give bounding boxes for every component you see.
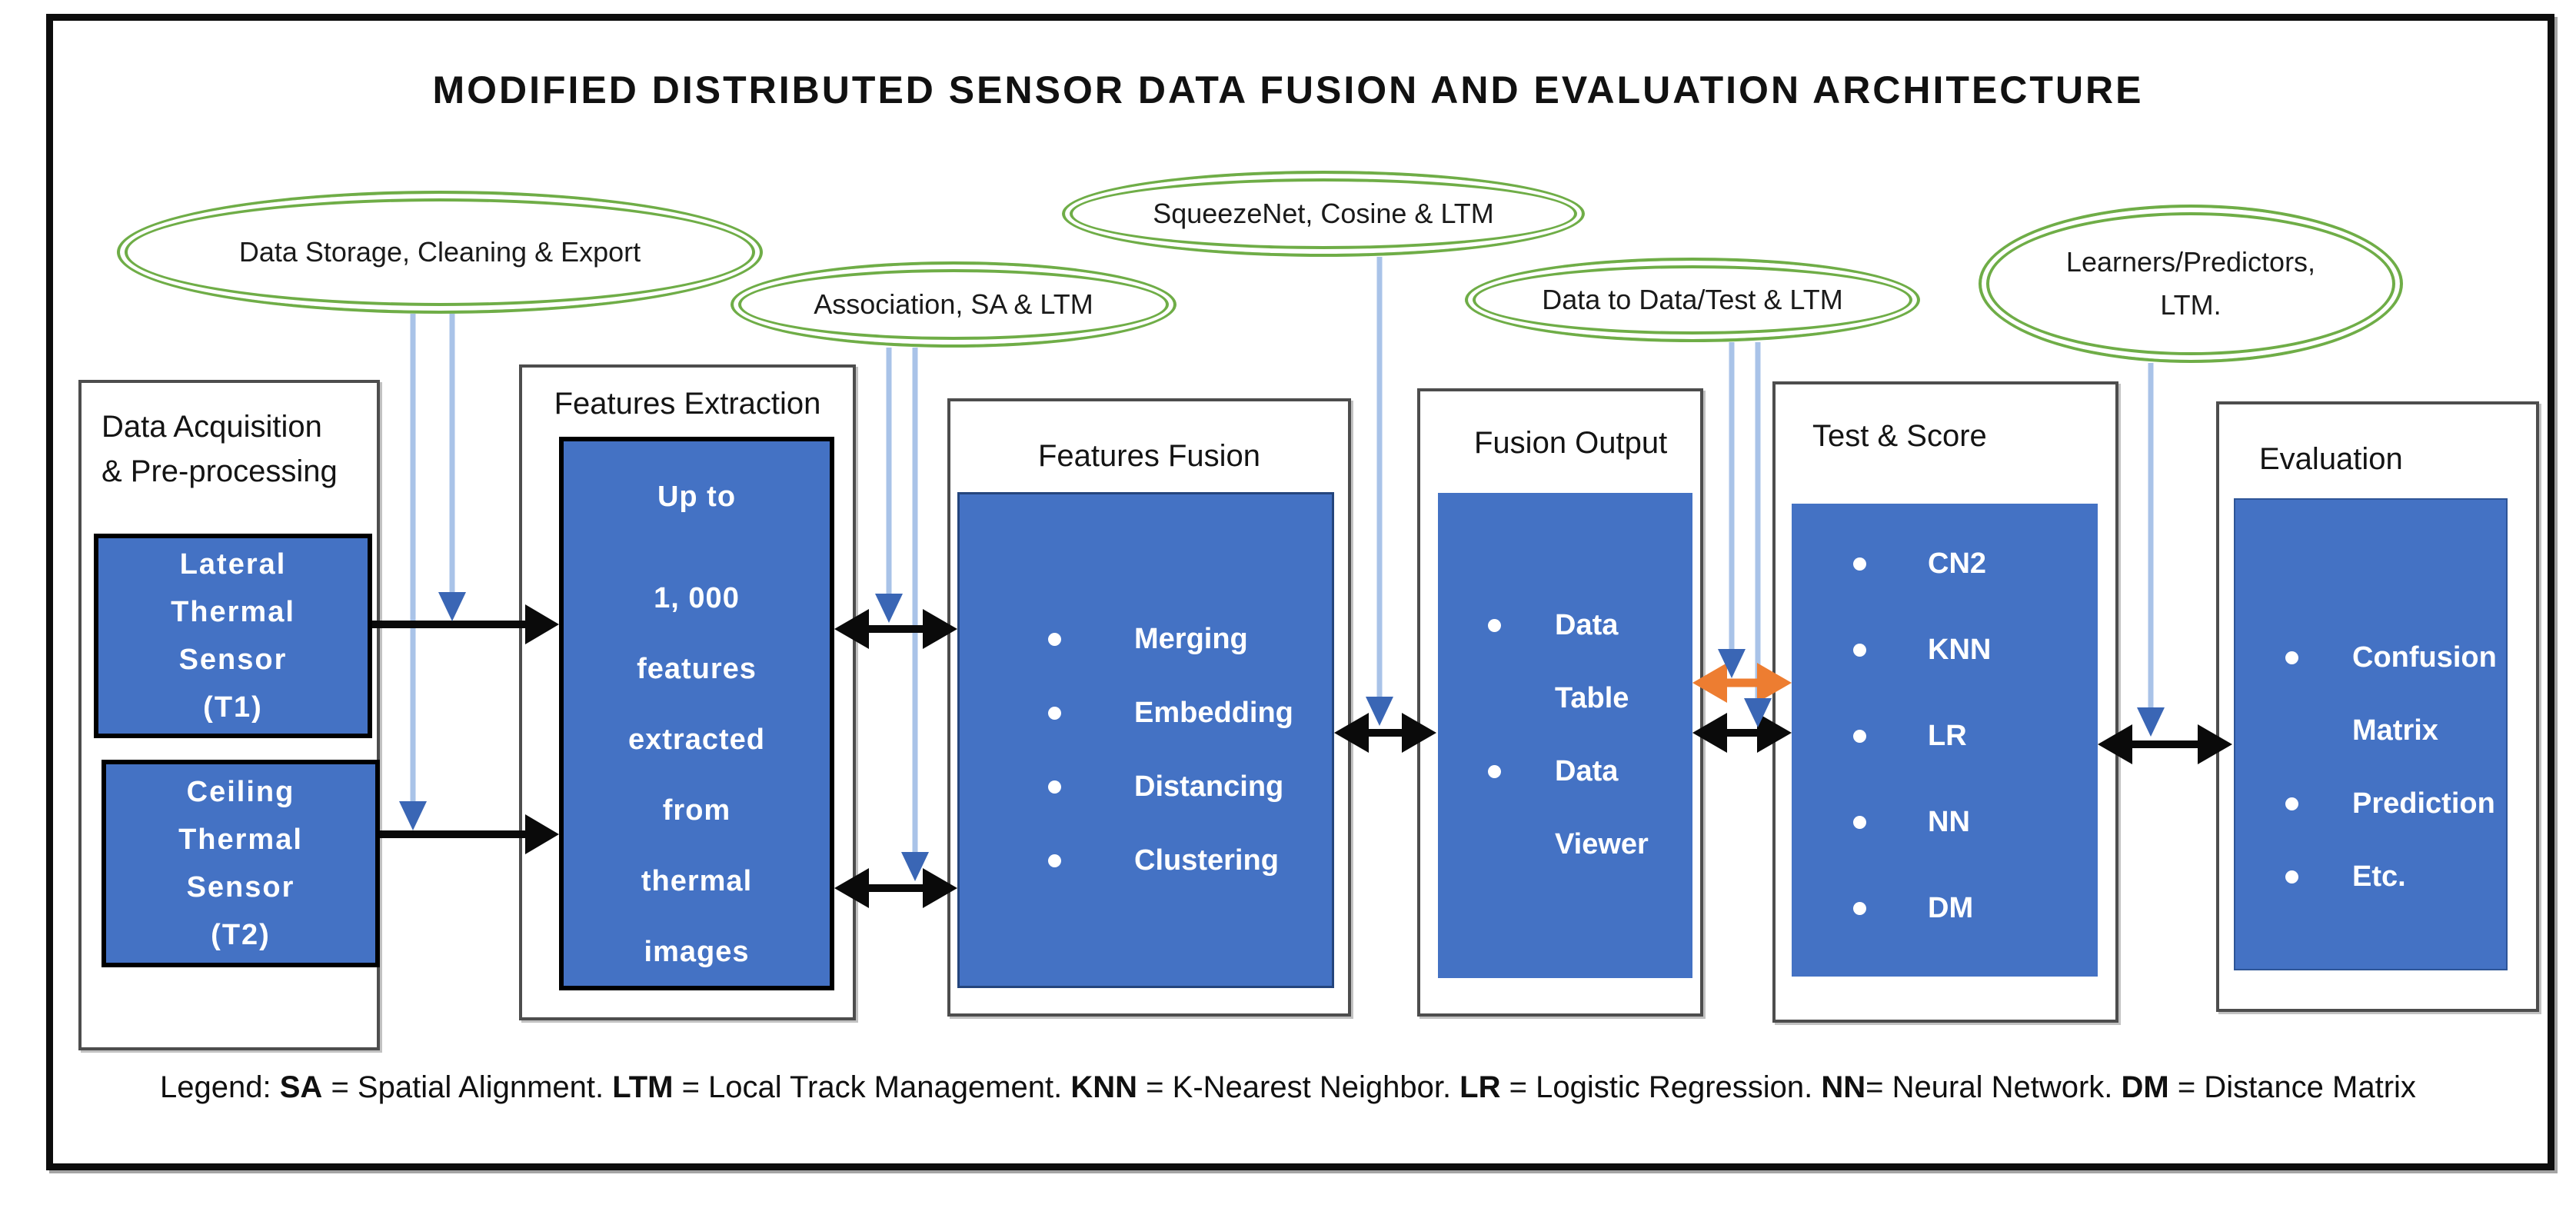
legend-ltm-def: = Local Track Management. xyxy=(673,1070,1071,1104)
list-item: NN xyxy=(1853,779,2098,865)
legend-knn-def: = K-Nearest Neighbor. xyxy=(1137,1070,1460,1104)
fe-body-line: thermal xyxy=(641,865,753,897)
sensor2-line: (T2) xyxy=(211,919,271,951)
node-test-score: CN2 KNN LR NN DM xyxy=(1792,504,2098,977)
sensor2-line: Sensor xyxy=(186,871,295,904)
bullet-icon xyxy=(1488,765,1501,778)
box-features-fusion-label: Features Fusion xyxy=(1037,439,1261,473)
list-item: KNN xyxy=(1853,607,2098,693)
node-features-extraction: Up to 1, 000 features extracted from the… xyxy=(559,437,834,990)
bullet-icon xyxy=(1853,815,1866,829)
list-item: DM xyxy=(1853,865,2098,951)
node-features-fusion: Merging Embedding Distancing Clustering xyxy=(957,492,1334,988)
ellipse-learners-line2: LTM. xyxy=(2160,289,2222,321)
legend-ltm: LTM xyxy=(612,1070,674,1104)
bullet-icon xyxy=(2285,870,2298,884)
list-item: Embedding xyxy=(1048,676,1332,750)
node-evaluation: Confusion Matrix Prediction Etc. xyxy=(2234,498,2508,970)
box-fusion-output-label: Fusion Output xyxy=(1474,426,1668,460)
fe-body-line: from xyxy=(662,794,731,827)
list-item: Distancing xyxy=(1048,750,1332,824)
bullet-icon xyxy=(1853,729,1866,743)
legend: Legend: SA = Spatial Alignment. LTM = Lo… xyxy=(0,1070,2576,1105)
list-item: LR xyxy=(1853,693,2098,779)
bullet-icon xyxy=(1853,901,1866,915)
bullet-icon xyxy=(1048,632,1061,646)
box-data-acquisition-label-line2: & Pre-processing xyxy=(102,454,338,488)
list-item: Data Viewer xyxy=(1488,735,1692,881)
bullet-icon xyxy=(1048,854,1061,867)
ellipse-data-to-data: Data to Data/Test & LTM xyxy=(1465,258,1920,342)
list-item: Merging xyxy=(1048,602,1332,676)
ellipse-squeezenet-label: SqueezeNet, Cosine & LTM xyxy=(1153,198,1494,229)
legend-lead: Legend: xyxy=(160,1070,280,1104)
list-item: Etc. xyxy=(2285,840,2506,913)
bullet-icon xyxy=(1853,557,1866,571)
legend-knn: KNN xyxy=(1070,1070,1138,1104)
ellipse-data-storage: Data Storage, Cleaning & Export xyxy=(117,191,763,314)
ellipse-association-label: Association, SA & LTM xyxy=(814,288,1093,320)
fe-body-line: extracted xyxy=(628,724,765,756)
legend-dm-def: = Distance Matrix xyxy=(2168,1070,2416,1104)
bullet-icon xyxy=(1048,706,1061,720)
list-item: Data Table xyxy=(1488,589,1692,735)
fe-body-line: 1, 000 xyxy=(654,582,740,614)
legend-sa-def: = Spatial Alignment. xyxy=(322,1070,613,1104)
ellipse-data-storage-label: Data Storage, Cleaning & Export xyxy=(238,236,641,268)
ellipse-learners-line1: Learners/Predictors, xyxy=(2065,246,2316,278)
fe-body-line: images xyxy=(644,936,750,968)
sensor2-line: Thermal xyxy=(178,824,303,856)
bullet-icon xyxy=(2285,797,2298,810)
list-item: Prediction xyxy=(2285,767,2506,840)
diagram-title: MODIFIED DISTRIBUTED SENSOR DATA FUSION … xyxy=(432,68,2144,111)
sensor1-line: Thermal xyxy=(171,596,295,628)
sensor1-line: (T1) xyxy=(203,691,263,724)
box-test-score-label: Test & Score xyxy=(1812,419,1987,453)
box-evaluation-label: Evaluation xyxy=(2259,442,2403,476)
bullet-icon xyxy=(1853,643,1866,657)
legend-lr-def: = Logistic Regression. xyxy=(1500,1070,1822,1104)
ellipse-learners: Learners/Predictors, LTM. xyxy=(1979,205,2403,363)
sensor2-line: Ceiling xyxy=(186,776,295,808)
fe-body-line: Up to xyxy=(657,481,737,513)
legend-dm: DM xyxy=(2121,1070,2169,1104)
list-item: CN2 xyxy=(1853,521,2098,607)
bullet-icon xyxy=(2285,651,2298,664)
list-item: Confusion Matrix xyxy=(2285,621,2506,767)
bullet-icon xyxy=(1048,780,1061,794)
box-features-extraction-label: Features Extraction xyxy=(554,387,821,421)
legend-nn: NN xyxy=(1821,1070,1866,1104)
node-ceiling-thermal-sensor: Ceiling Thermal Sensor (T2) xyxy=(102,760,380,967)
ellipse-data-to-data-label: Data to Data/Test & LTM xyxy=(1542,284,1843,315)
legend-lr: LR xyxy=(1459,1070,1501,1104)
node-fusion-output: Data Table Data Viewer xyxy=(1438,493,1692,978)
node-lateral-thermal-sensor: Lateral Thermal Sensor (T1) xyxy=(94,534,372,738)
bullet-icon xyxy=(1488,619,1501,632)
legend-nn-def: = Neural Network. xyxy=(1865,1070,2122,1104)
fe-body-line: features xyxy=(637,653,757,685)
box-data-acquisition-label-line1: Data Acquisition xyxy=(102,410,322,444)
sensor1-line: Lateral xyxy=(179,548,287,581)
legend-sa: SA xyxy=(279,1070,323,1104)
sensor1-line: Sensor xyxy=(178,644,288,676)
list-item: Clustering xyxy=(1048,824,1332,897)
ellipse-association: Association, SA & LTM xyxy=(731,261,1177,348)
ellipse-squeezenet: SqueezeNet, Cosine & LTM xyxy=(1062,171,1585,257)
